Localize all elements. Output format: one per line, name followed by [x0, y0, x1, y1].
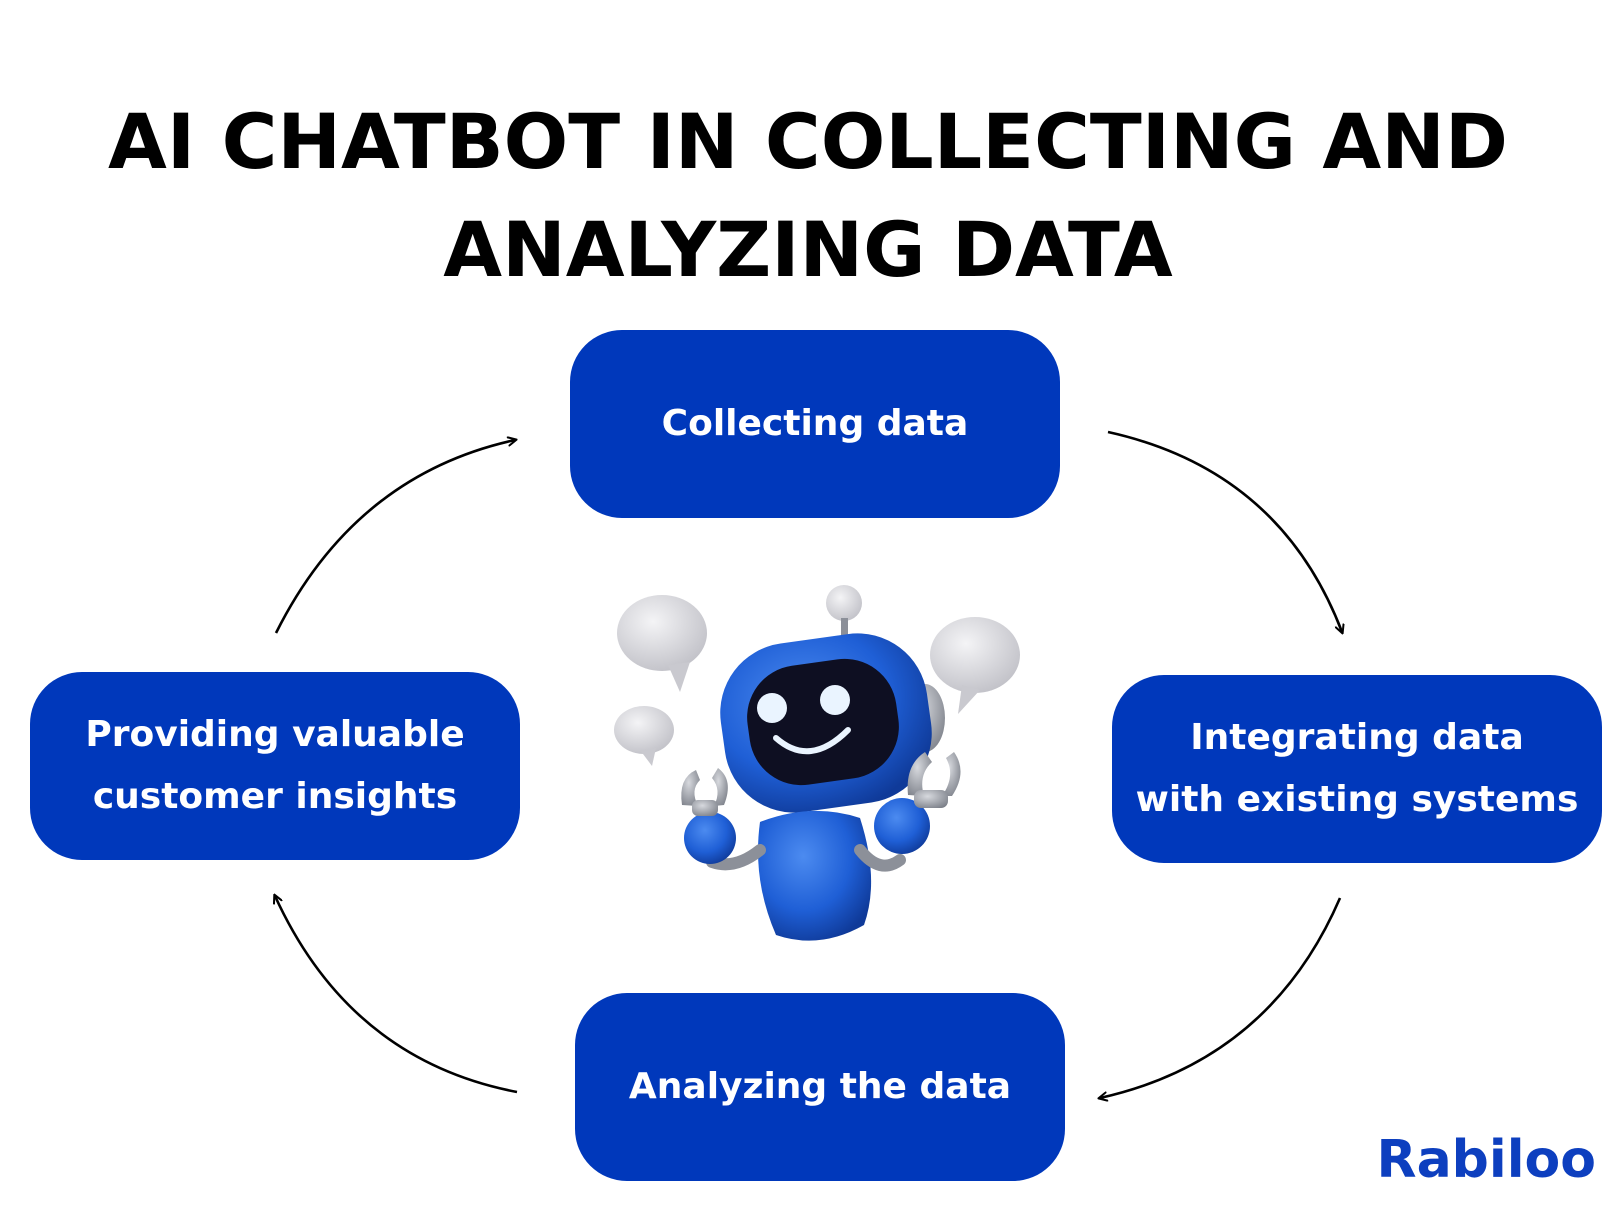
page-title-line-2: ANALYZING DATA: [443, 205, 1173, 294]
arrow-insights-to-collect: [274, 440, 515, 634]
speech-bubble-icon: [617, 595, 707, 692]
brand-logo: Rabiloo: [1376, 1130, 1596, 1190]
arrow-analyze-to-insights: [275, 896, 518, 1094]
step-analyzing-data: Analyzing the data: [575, 993, 1065, 1181]
step-label: Collecting data: [661, 403, 969, 444]
step-label: Integrating data: [1190, 717, 1524, 758]
step-providing-insights: Providing valuable customer insights: [30, 672, 520, 860]
step-label-line-2: customer insights: [92, 776, 458, 817]
step-collecting-data: Collecting data: [570, 330, 1060, 518]
arrow-collect-to-integrate: [1107, 430, 1342, 632]
step-integrating-data: Integrating data with existing systems: [1112, 675, 1602, 863]
page-title: AI CHATBOT IN COLLECTING AND: [108, 97, 1508, 186]
step-label-line-2: with existing systems: [1135, 779, 1579, 820]
step-label: Analyzing the data: [628, 1066, 1012, 1107]
speech-bubble-icon: [930, 617, 1020, 714]
step-label: Providing valuable: [85, 714, 465, 755]
speech-bubble-icon: [614, 706, 674, 766]
arrow-integrate-to-analyze: [1100, 897, 1342, 1098]
robot-icon: [614, 585, 1020, 941]
